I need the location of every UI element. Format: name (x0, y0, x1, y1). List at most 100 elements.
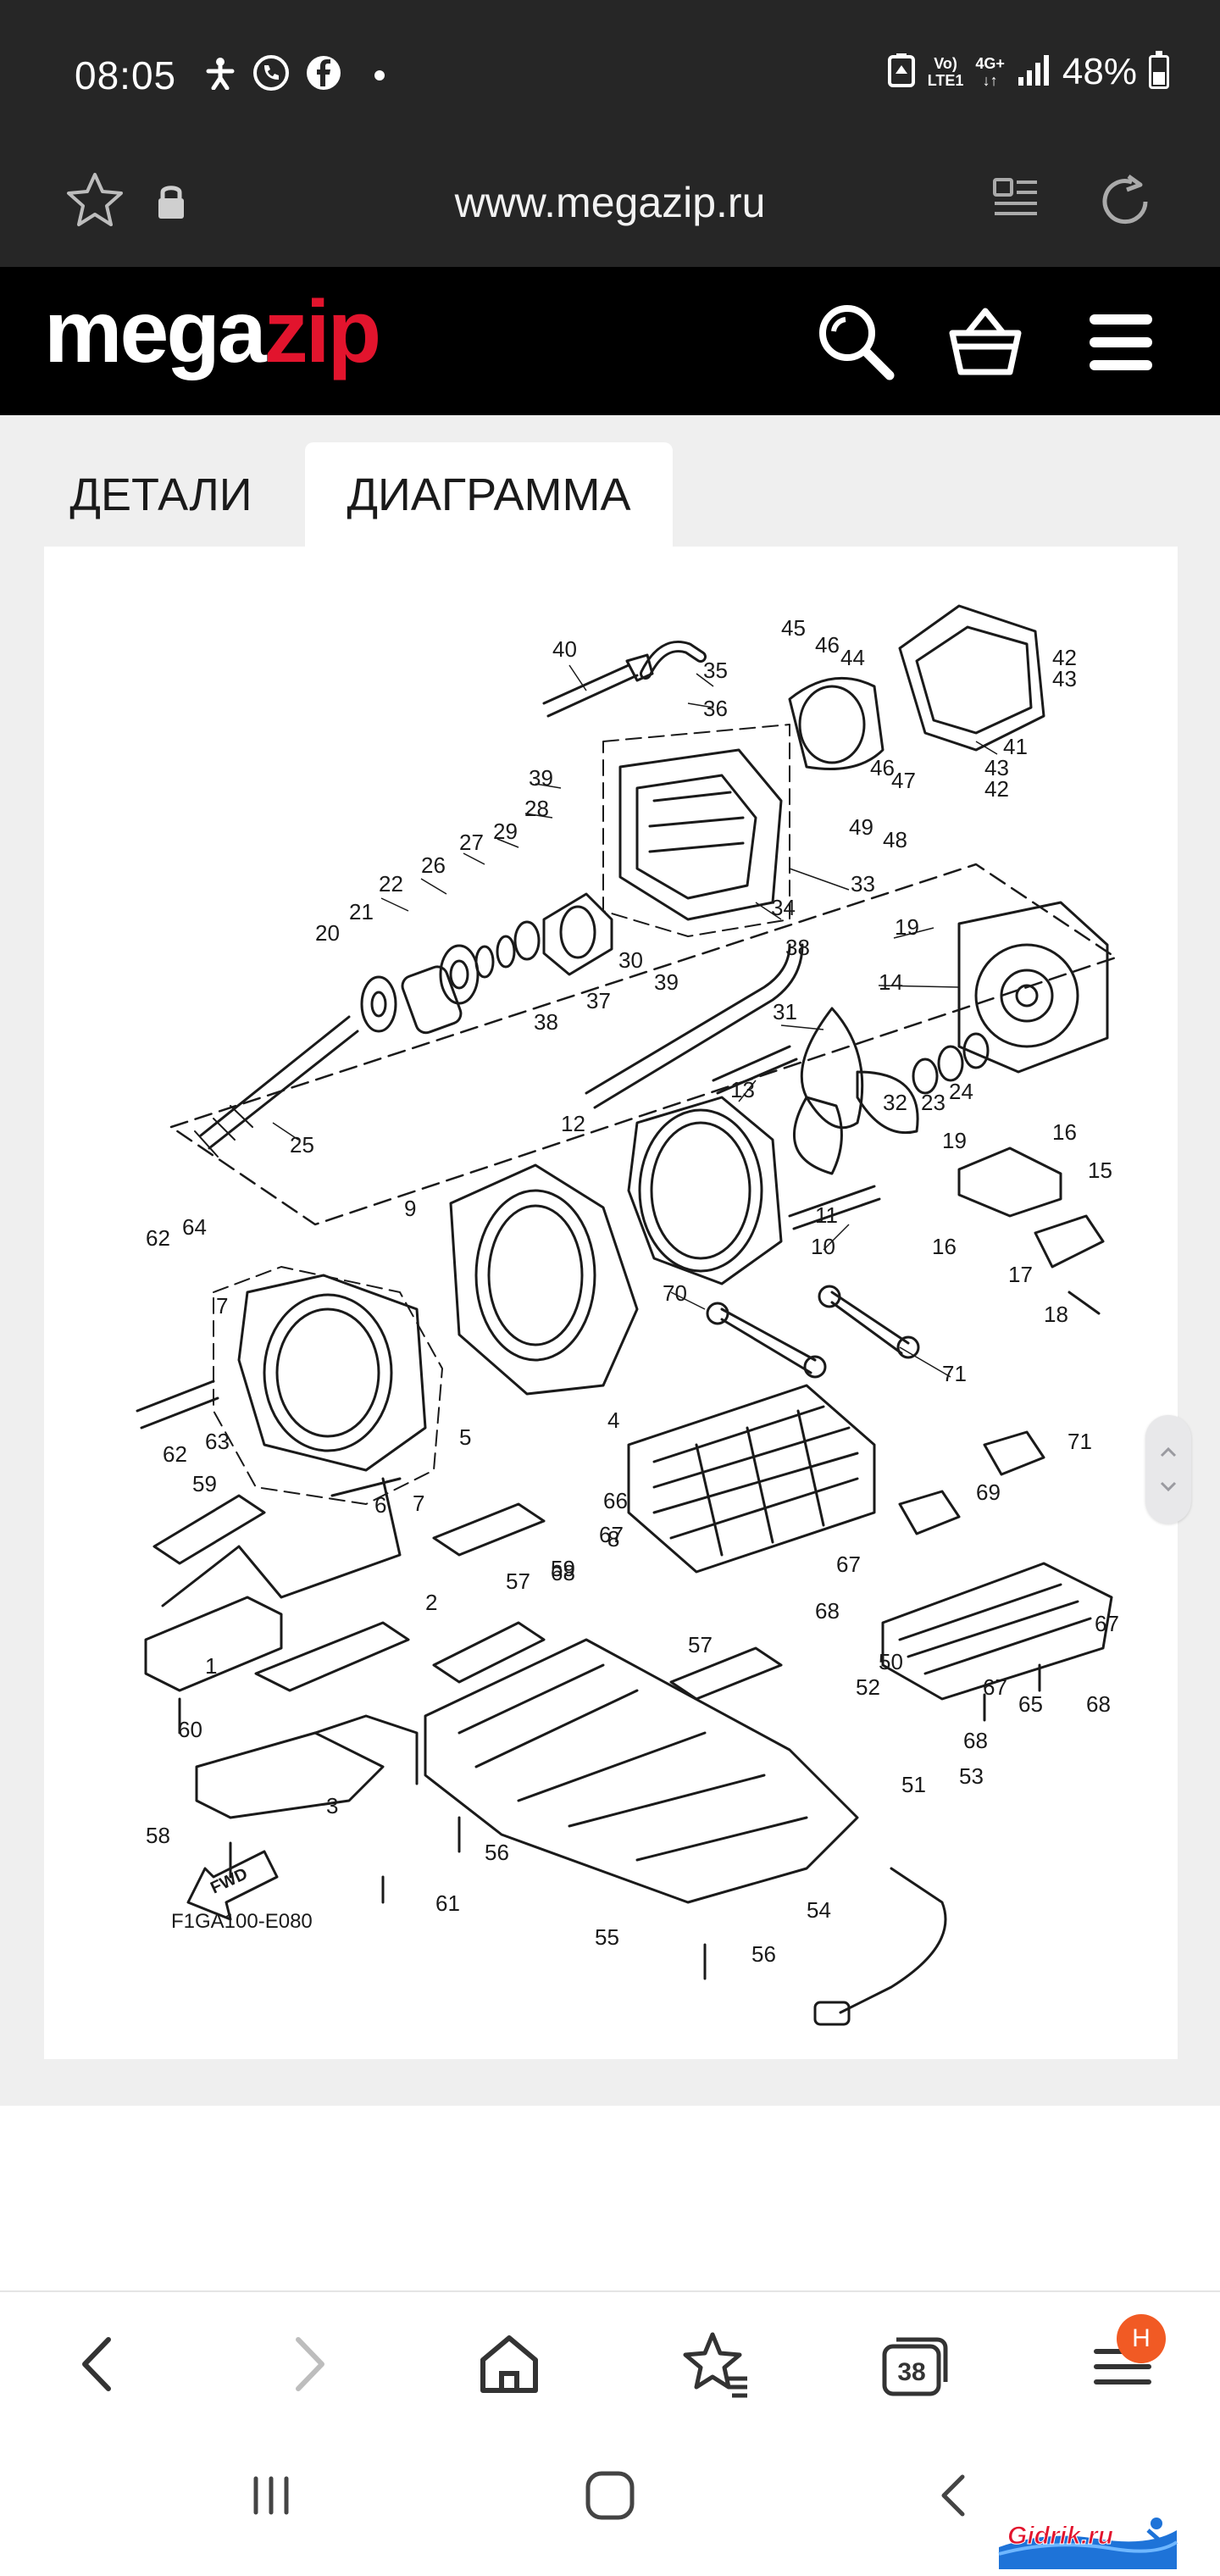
bookmark-icon[interactable] (674, 2326, 751, 2402)
status-notification-icons (203, 54, 385, 96)
svg-text:15: 15 (1088, 1158, 1112, 1183)
svg-text:65: 65 (1018, 1691, 1043, 1717)
tab-diagram[interactable]: ДИАГРАММА (305, 442, 673, 547)
status-time: 08:05 (75, 53, 177, 97)
facebook-icon (305, 54, 342, 96)
svg-text:7: 7 (413, 1491, 424, 1516)
svg-text:14: 14 (879, 969, 903, 995)
svg-text:60: 60 (178, 1717, 202, 1742)
reader-mode-icon[interactable] (991, 175, 1040, 228)
gidrik-watermark-logo: Gidrik.ru (998, 2518, 1178, 2569)
svg-text:32: 32 (883, 1090, 907, 1115)
svg-text:38: 38 (534, 1009, 558, 1035)
logo-mega: mega (44, 283, 267, 381)
svg-text:8: 8 (607, 1526, 619, 1552)
search-icon[interactable] (815, 301, 896, 386)
logo-zip: zip (263, 283, 381, 381)
browser-url-bar: www.megazip.ru (0, 153, 1220, 267)
scroll-handle[interactable] (1145, 1415, 1191, 1524)
menu-icon[interactable]: H (1084, 2314, 1166, 2402)
svg-text:28: 28 (524, 796, 549, 821)
svg-text:38: 38 (785, 935, 810, 960)
svg-text:68: 68 (815, 1598, 840, 1624)
svg-text:47: 47 (891, 768, 916, 793)
site-header: megazip (0, 267, 1220, 415)
menu-icon[interactable] (1088, 309, 1154, 380)
svg-text:56: 56 (485, 1840, 509, 1865)
svg-text:21: 21 (349, 899, 374, 924)
svg-text:34: 34 (771, 895, 796, 920)
svg-text:43: 43 (1052, 666, 1077, 691)
megazip-logo[interactable]: megazip (44, 282, 381, 383)
recent-apps-icon[interactable] (246, 2470, 297, 2525)
lock-icon[interactable] (154, 181, 188, 225)
svg-text:5: 5 (459, 1424, 471, 1450)
battery-percent: 48% (1062, 51, 1137, 92)
svg-text:9: 9 (404, 1196, 416, 1221)
back-icon[interactable] (930, 2470, 981, 2525)
back-icon[interactable] (61, 2326, 137, 2402)
network-gen-indicator: 4G+ ↓↑ (975, 55, 1005, 89)
svg-text:2: 2 (425, 1590, 437, 1615)
svg-text:68: 68 (963, 1728, 988, 1753)
svg-text:67: 67 (836, 1552, 861, 1577)
home-icon[interactable] (583, 2468, 637, 2527)
svg-text:44: 44 (840, 645, 865, 670)
tabs: ДЕТАЛИ ДИАГРАММА (0, 415, 1220, 547)
svg-text:55: 55 (595, 1924, 619, 1950)
svg-text:36: 36 (703, 696, 728, 721)
svg-text:29: 29 (493, 819, 518, 844)
svg-text:67: 67 (1095, 1611, 1119, 1636)
svg-text:52: 52 (856, 1674, 880, 1700)
svg-text:57: 57 (688, 1632, 713, 1657)
dot-icon (374, 69, 385, 80)
svg-text:33: 33 (851, 871, 875, 897)
tab-details[interactable]: ДЕТАЛИ (69, 469, 252, 520)
url-text[interactable]: www.megazip.ru (454, 179, 766, 226)
svg-text:66: 66 (603, 1488, 628, 1513)
svg-text:51: 51 (901, 1772, 926, 1797)
svg-text:54: 54 (807, 1897, 831, 1923)
volte-indicator: Vo) LTE1 (928, 55, 964, 89)
svg-text:50: 50 (879, 1649, 903, 1674)
svg-text:41: 41 (1003, 734, 1028, 759)
data-arrows-icon: ↓↑ (982, 72, 998, 89)
svg-text:63: 63 (205, 1429, 230, 1454)
svg-text:49: 49 (849, 814, 873, 840)
svg-text:39: 39 (654, 969, 679, 995)
svg-text:58: 58 (146, 1823, 170, 1848)
svg-text:27: 27 (459, 830, 484, 855)
svg-text:16: 16 (1052, 1119, 1077, 1145)
svg-text:64: 64 (182, 1214, 207, 1240)
svg-text:24: 24 (949, 1079, 973, 1104)
svg-text:19: 19 (895, 914, 919, 940)
reload-icon[interactable] (1096, 173, 1154, 235)
svg-text:61: 61 (435, 1890, 460, 1916)
svg-text:45: 45 (781, 615, 806, 641)
home-icon[interactable] (471, 2326, 547, 2402)
svg-text:31: 31 (773, 999, 797, 1024)
tabs-icon[interactable]: 38 (876, 2326, 952, 2402)
svg-text:62: 62 (163, 1441, 187, 1467)
svg-text:68: 68 (551, 1560, 575, 1585)
forward-icon[interactable] (269, 2326, 346, 2402)
svg-text:7: 7 (216, 1293, 228, 1319)
star-icon[interactable] (66, 171, 124, 233)
cart-icon[interactable] (947, 304, 1023, 385)
svg-text:13: 13 (730, 1077, 755, 1102)
accessibility-icon (203, 56, 237, 94)
svg-text:46: 46 (870, 755, 895, 780)
svg-text:3: 3 (326, 1793, 338, 1818)
watermark-text: Gidrik.ru (1007, 2522, 1113, 2550)
svg-text:70: 70 (663, 1280, 687, 1306)
status-bar: 08:05 Vo) LTE1 4G+ ↓↑ 48% (0, 0, 1220, 153)
svg-text:12: 12 (561, 1111, 585, 1136)
browser-bottom-toolbar: 38 H (0, 2290, 1220, 2434)
svg-text:56: 56 (751, 1941, 776, 1967)
svg-text:26: 26 (421, 852, 446, 878)
status-system-icons: Vo) LTE1 4G+ ↓↑ 48% (887, 51, 1169, 93)
svg-text:40: 40 (552, 636, 577, 662)
svg-text:35: 35 (703, 658, 728, 683)
